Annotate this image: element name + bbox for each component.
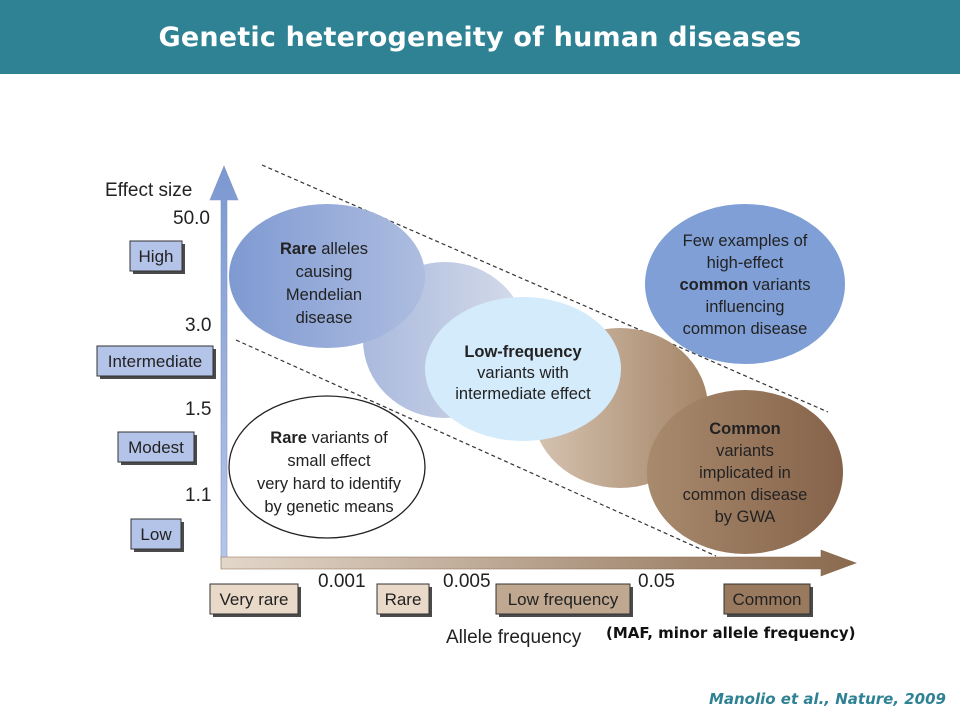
low-frequency-bubble	[425, 297, 621, 441]
svg-text:variants: variants	[716, 442, 774, 460]
few-common-high-effect-bubble	[645, 204, 845, 364]
rare-mendelian-bubble	[229, 204, 425, 348]
y-category-high: High	[129, 240, 185, 274]
x-category-label: Very rare	[220, 590, 289, 609]
y-tick-label: 1.1	[185, 485, 211, 506]
y-tick-label: 50.0	[173, 208, 210, 229]
few-common-high-effect-text: Few examples of high-effect common varia…	[679, 232, 810, 338]
svg-text:influencing: influencing	[706, 298, 785, 316]
svg-text:causing: causing	[296, 263, 353, 281]
svg-text:by genetic means: by genetic means	[264, 498, 393, 516]
y-category-label: Modest	[128, 438, 184, 457]
y-axis-label: Effect size	[105, 180, 192, 201]
x-category-low-frequency: Low frequency	[495, 583, 633, 617]
upper-dashed-boundary	[261, 164, 829, 413]
x-axis-label: Allele frequency	[446, 627, 582, 648]
x-category-label: Common	[733, 590, 802, 609]
svg-text:Common: Common	[709, 420, 781, 438]
x-category-very-rare: Very rare	[209, 583, 301, 617]
x-category-label: Low frequency	[508, 590, 619, 609]
y-category-intermediate: Intermediate	[96, 345, 216, 379]
x-axis-arrow	[220, 549, 857, 577]
common-variants-text: Common variants implicated in common dis…	[683, 420, 808, 526]
citation: Manolio et al., Nature, 2009	[708, 690, 946, 708]
svg-text:very hard to identify: very hard to identify	[257, 475, 402, 493]
svg-text:common variants: common variants	[679, 276, 810, 294]
svg-text:by GWA: by GWA	[715, 508, 776, 526]
y-category-modest: Modest	[117, 431, 197, 465]
y-category-label: Low	[140, 525, 172, 544]
rare-small-effect-text: Rare variants of small effect very hard …	[257, 429, 402, 516]
svg-text:Rare alleles: Rare alleles	[280, 240, 368, 258]
maf-note: (MAF, minor allele frequency)	[606, 624, 856, 642]
common-variants-bubble	[647, 390, 843, 554]
rare-mendelian-text: Rare alleles causing Mendelian disease	[280, 240, 368, 327]
svg-text:intermediate effect: intermediate effect	[455, 385, 591, 403]
svg-text:high-effect: high-effect	[707, 254, 784, 272]
x-tick-label: 0.05	[638, 571, 675, 592]
y-category-low: Low	[130, 518, 184, 552]
svg-text:common disease: common disease	[683, 486, 808, 504]
lower-dashed-boundary	[235, 339, 717, 557]
svg-text:Low-frequency: Low-frequency	[464, 343, 582, 361]
x-category-label: Rare	[385, 590, 422, 609]
x-tick-label: 0.005	[443, 571, 491, 592]
svg-text:common disease: common disease	[683, 320, 808, 338]
svg-text:Rare variants of: Rare variants of	[270, 429, 388, 447]
x-tick-label: 0.001	[318, 571, 366, 592]
svg-text:variants with: variants with	[477, 364, 569, 382]
x-category-rare: Rare	[376, 583, 432, 617]
y-tick-label: 3.0	[185, 315, 211, 336]
y-category-label: Intermediate	[108, 352, 203, 371]
svg-text:implicated in: implicated in	[699, 464, 791, 482]
rare-small-effect-bubble	[228, 395, 426, 539]
low-frequency-text: Low-frequency variants with intermediate…	[455, 343, 591, 403]
svg-text:Mendelian: Mendelian	[286, 286, 362, 304]
page-title: Genetic heterogeneity of human diseases	[158, 21, 802, 53]
x-category-common: Common	[723, 583, 813, 617]
svg-text:Few examples of: Few examples of	[683, 232, 808, 250]
y-tick-label: 1.5	[185, 399, 211, 420]
svg-text:disease: disease	[296, 309, 353, 327]
y-category-label: High	[139, 247, 174, 266]
title-bar: Genetic heterogeneity of human diseases	[0, 0, 960, 74]
svg-text:small effect: small effect	[287, 452, 371, 470]
